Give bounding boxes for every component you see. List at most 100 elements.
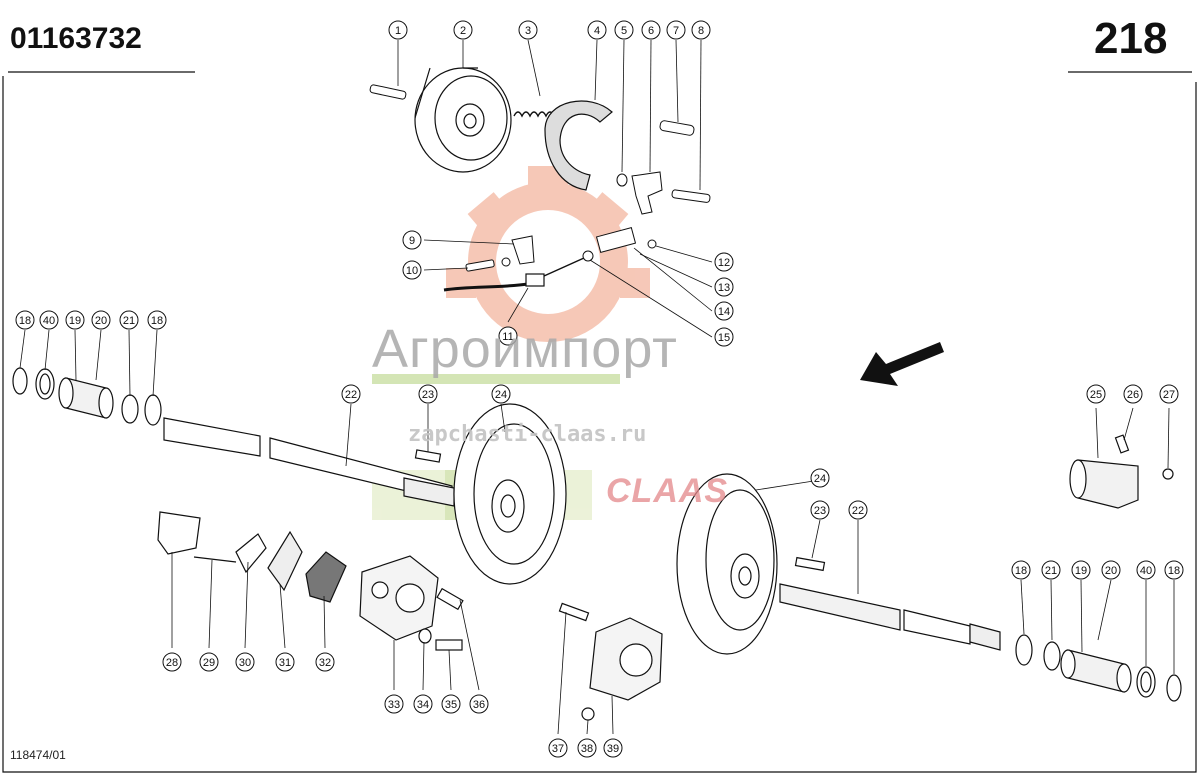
callout-number: 11 — [502, 331, 513, 343]
callout-circle — [91, 310, 111, 330]
callout-number: 34 — [417, 699, 429, 711]
callout-23: 23 — [810, 500, 830, 520]
callout-40: 40 — [39, 310, 59, 330]
callout-24: 24 — [491, 384, 511, 404]
callout-circle — [691, 20, 711, 40]
callout-number: 21 — [1045, 565, 1057, 577]
callout-28: 28 — [162, 652, 182, 672]
left-shaft-22 — [163, 417, 455, 507]
callout-20: 20 — [91, 310, 111, 330]
right-caliper-39 — [558, 602, 663, 721]
callout-circle — [402, 260, 422, 280]
callout-6: 6 — [641, 20, 661, 40]
callout-39: 39 — [603, 738, 623, 758]
watermark-brand: Агроимпорт — [372, 319, 678, 379]
callout-circle — [418, 384, 438, 404]
callout-number: 40 — [1140, 565, 1152, 577]
callout-18: 18 — [1164, 560, 1184, 580]
callout-circle — [119, 310, 139, 330]
callout-number: 1 — [395, 25, 401, 37]
brake-drum-2 — [414, 67, 512, 173]
callout-38: 38 — [577, 738, 597, 758]
callout-12: 12 — [714, 252, 734, 272]
callout-18: 18 — [1011, 560, 1031, 580]
washer-5 — [616, 173, 628, 187]
callout-circle — [275, 652, 295, 672]
callout-number: 3 — [525, 25, 531, 37]
callout-number: 35 — [445, 699, 457, 711]
callout-1: 1 — [388, 20, 408, 40]
watermark-claas-logo: CLAAS — [606, 472, 729, 510]
callout-19: 19 — [1071, 560, 1091, 580]
callout-circle — [413, 694, 433, 714]
callout-14: 14 — [714, 301, 734, 321]
callout-number: 10 — [406, 265, 418, 277]
callout-circle — [402, 230, 422, 250]
direction-arrow-icon — [860, 342, 944, 386]
callout-11: 11 — [498, 326, 518, 346]
callout-circle — [1041, 560, 1061, 580]
callout-circle — [1071, 560, 1091, 580]
callout-35: 35 — [441, 694, 461, 714]
callout-circle — [453, 20, 473, 40]
callout-number: 24 — [814, 473, 826, 485]
callout-circle — [714, 252, 734, 272]
callout-circle — [714, 301, 734, 321]
left-disc-24 — [453, 403, 567, 585]
callout-22: 22 — [848, 500, 868, 520]
callout-number: 32 — [319, 657, 331, 669]
callout-circle — [1011, 560, 1031, 580]
callout-number: 12 — [718, 257, 730, 269]
left-pads — [157, 511, 464, 651]
callout-number: 38 — [581, 743, 593, 755]
callout-8: 8 — [691, 20, 711, 40]
callout-29: 29 — [199, 652, 219, 672]
callout-circle — [577, 738, 597, 758]
callout-number: 25 — [1090, 389, 1102, 401]
pin-8 — [671, 189, 711, 203]
right-disc-24 — [676, 473, 778, 655]
callout-number: 14 — [718, 306, 730, 318]
callout-circle — [714, 277, 734, 297]
callout-circle — [810, 468, 830, 488]
callout-20: 20 — [1101, 560, 1121, 580]
lever-6 — [631, 171, 663, 215]
callout-number: 8 — [698, 25, 704, 37]
callout-30: 30 — [235, 652, 255, 672]
drawing-reference: 118474/01 — [10, 748, 66, 762]
callout-circle — [162, 652, 182, 672]
callout-24: 24 — [810, 468, 830, 488]
callout-number: 39 — [607, 743, 619, 755]
callout-circle — [235, 652, 255, 672]
callout-18: 18 — [15, 310, 35, 330]
callout-number: 28 — [166, 657, 178, 669]
clevis-12-15 — [582, 227, 657, 262]
callout-number: 40 — [43, 315, 55, 327]
callout-circle — [491, 384, 511, 404]
callout-number: 33 — [388, 699, 400, 711]
callout-number: 22 — [345, 389, 357, 401]
callout-circle — [15, 310, 35, 330]
callout-number: 21 — [123, 315, 135, 327]
callout-circle — [65, 310, 85, 330]
page-number: 218 — [1094, 14, 1168, 63]
callout-23: 23 — [418, 384, 438, 404]
callout-circle — [315, 652, 335, 672]
left-bearing-set — [12, 367, 162, 426]
callout-circle — [1123, 384, 1143, 404]
leader-lines-left — [19, 329, 506, 691]
leader-lines-top — [397, 39, 713, 338]
callout-circle — [341, 384, 361, 404]
right-shaft-22 — [779, 556, 1001, 651]
callout-circle — [848, 500, 868, 520]
callout-number: 18 — [151, 315, 163, 327]
callout-37: 37 — [548, 738, 568, 758]
callout-circle — [469, 694, 489, 714]
callout-number: 23 — [814, 505, 826, 517]
callout-13: 13 — [714, 277, 734, 297]
callout-circle — [614, 20, 634, 40]
callout-10: 10 — [402, 260, 422, 280]
callout-number: 2 — [460, 25, 466, 37]
callout-number: 19 — [1075, 565, 1087, 577]
